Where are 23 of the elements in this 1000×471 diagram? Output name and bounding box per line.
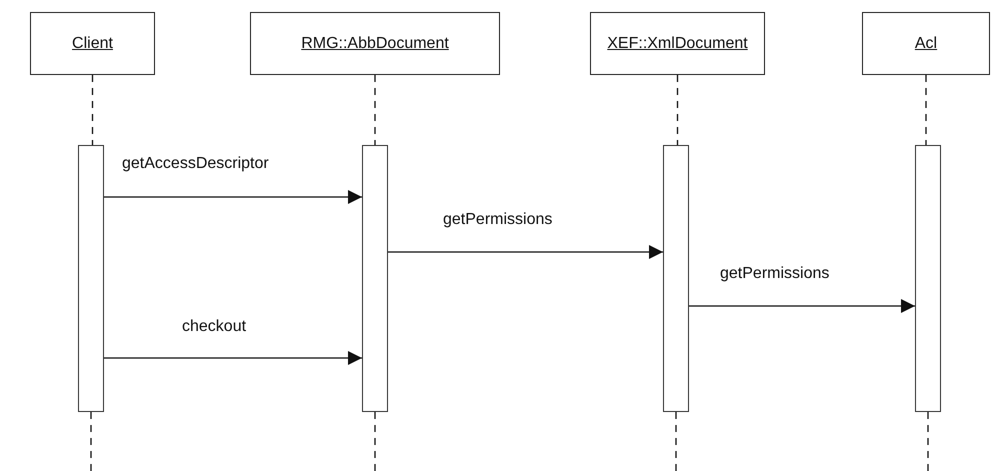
lifeline	[676, 75, 678, 145]
participant-name: Acl	[914, 34, 938, 52]
lifeline	[92, 75, 94, 145]
participant-name: RMG::AbbDocument	[301, 34, 449, 52]
participant-name: XEF::XmlDocument	[607, 34, 748, 52]
lifeline-head-box	[30, 12, 155, 75]
lifeline-head-box	[862, 12, 990, 75]
lifeline	[374, 75, 376, 145]
message-arrow	[104, 351, 362, 365]
activation-bar	[362, 145, 388, 412]
message-arrow	[689, 299, 915, 313]
message-arrow	[104, 190, 362, 204]
lifeline	[925, 75, 927, 145]
activation-bar	[915, 145, 941, 412]
edge-label: getPermissions	[720, 265, 830, 283]
message-arrow	[388, 245, 663, 259]
activation-bar	[663, 145, 689, 412]
activation-bar	[78, 145, 104, 412]
edge-label: getAccessDescriptor	[122, 155, 269, 173]
edge-label: getPermissions	[443, 211, 552, 229]
lifeline-head-box	[590, 12, 765, 75]
lifeline-head-box	[250, 12, 500, 75]
participant-name: Client	[72, 34, 113, 52]
